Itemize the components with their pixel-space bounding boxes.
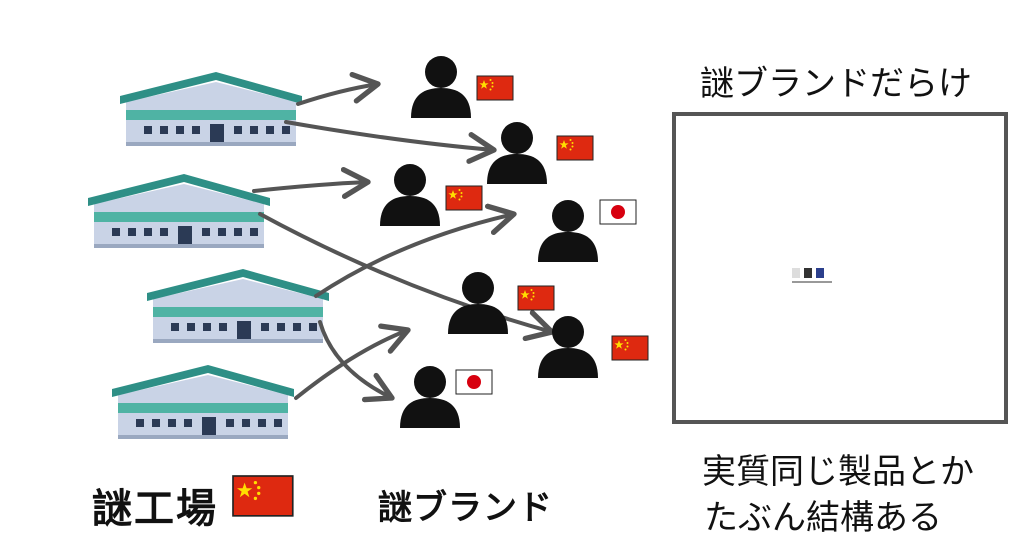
supply-arrow bbox=[284, 120, 497, 164]
supply-arrow bbox=[258, 212, 555, 342]
factory-icon bbox=[112, 365, 294, 439]
product-listing-screenshot bbox=[672, 112, 1008, 424]
brand-person-icon bbox=[380, 164, 440, 226]
brand-person-icon bbox=[538, 200, 598, 262]
brand-person-icon bbox=[400, 366, 460, 428]
brand-label: 謎ブランド bbox=[378, 488, 553, 528]
brand-person-icon bbox=[411, 56, 471, 118]
factory-icon bbox=[88, 174, 270, 248]
china-flag-icon bbox=[445, 185, 483, 211]
supply-arrow bbox=[318, 320, 395, 403]
china-flag-icon bbox=[232, 475, 294, 517]
china-flag-icon bbox=[556, 135, 594, 161]
supply-arrows bbox=[252, 71, 555, 403]
japan-flag-icon bbox=[455, 369, 493, 395]
right-note-line-1: 実質同じ製品とか bbox=[702, 452, 974, 492]
china-flag-icon bbox=[517, 285, 555, 311]
factory-icon bbox=[120, 72, 302, 146]
factory-label: 謎工場 bbox=[92, 486, 218, 532]
china-flag-icon bbox=[476, 75, 514, 101]
product-grid bbox=[792, 268, 832, 283]
factory-icon bbox=[147, 269, 329, 343]
brand-person-icon bbox=[538, 316, 598, 378]
sponsored-strip bbox=[792, 268, 832, 283]
right-note-line-2: たぶん結構ある bbox=[704, 498, 942, 538]
right-title: 謎ブランドだらけ bbox=[700, 64, 972, 104]
supply-arrow bbox=[296, 71, 381, 106]
supply-arrow bbox=[314, 203, 517, 298]
supply-arrow bbox=[294, 323, 411, 400]
japan-flag-icon bbox=[599, 199, 637, 225]
brand-person-icon bbox=[487, 122, 547, 184]
china-flag-icon bbox=[611, 335, 649, 361]
supply-arrow bbox=[252, 167, 371, 199]
